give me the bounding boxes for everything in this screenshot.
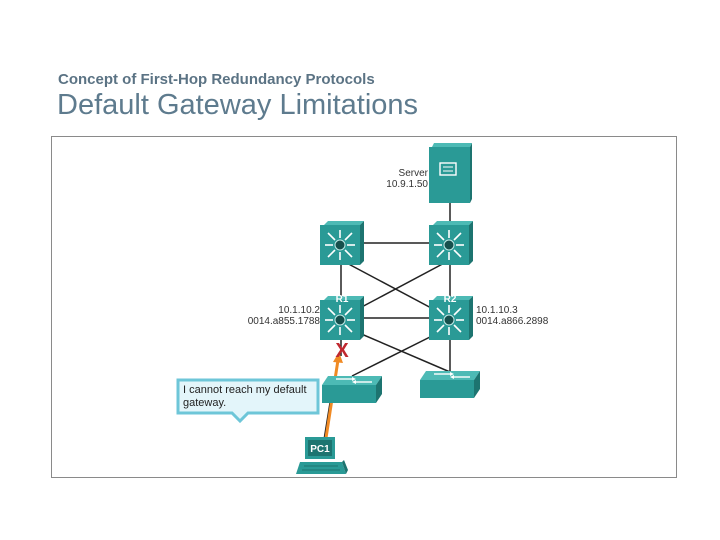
slide-title: Default Gateway Limitations: [57, 89, 419, 121]
callout-bubble: [176, 378, 320, 424]
core-switch-right: [429, 221, 473, 265]
access-switch-left: [321, 375, 383, 404]
router-r1-ip: 10.1.10.2: [278, 305, 320, 316]
router-r1-name: R1: [336, 294, 349, 305]
router-r2-ip: 10.1.10.3: [476, 305, 518, 316]
server: [429, 143, 472, 203]
router-r1-mac: 0014.a855.1788: [248, 316, 321, 327]
router-r2-name: R2: [444, 294, 457, 305]
server-icon: [439, 162, 457, 176]
access-switch-right: [419, 370, 481, 399]
slide-subtitle: Concept of First-Hop Redundancy Protocol…: [58, 71, 375, 88]
router-r2-mac: 0014.a866.2898: [476, 316, 549, 327]
server-ip: 10.9.1.50: [386, 179, 428, 190]
pc1: PC1: [296, 437, 348, 474]
server-name: Server: [399, 168, 429, 179]
diagram-frame: [51, 136, 677, 478]
core-switch-left: [320, 221, 364, 265]
link-failure-mark: X: [335, 340, 349, 362]
callout-text: I cannot reach my default gateway.: [183, 384, 307, 409]
pc1-name: PC1: [310, 444, 330, 455]
